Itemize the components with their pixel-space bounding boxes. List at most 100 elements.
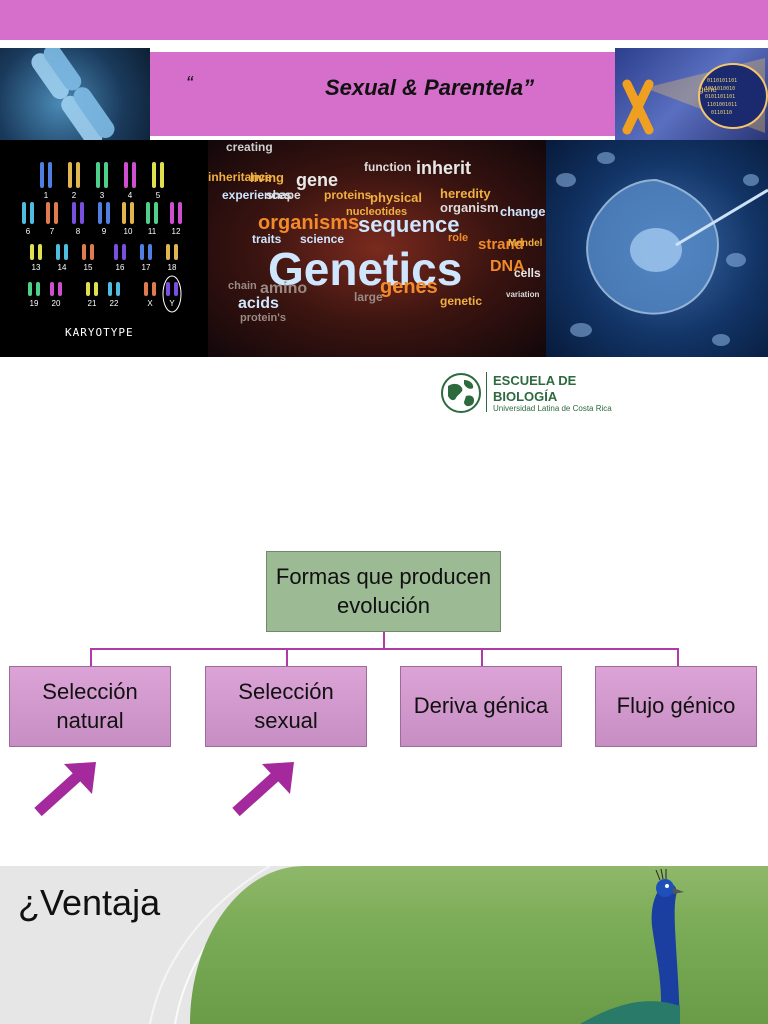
chromosome-17 xyxy=(140,244,144,260)
chromosome-15 xyxy=(90,244,94,260)
word-12: genes xyxy=(380,276,438,298)
word-22: genetic xyxy=(440,294,483,308)
word-6: heredity xyxy=(440,186,491,201)
cell-icon xyxy=(556,152,768,346)
chromosome-10 xyxy=(122,202,126,224)
chromosome-22 xyxy=(108,282,112,296)
chromosome-number: 7 xyxy=(50,227,55,236)
word-29: proteins xyxy=(324,188,372,202)
chromosome-19 xyxy=(28,282,32,296)
bottom-slide-title: ¿Ventaja xyxy=(18,882,161,923)
connector-child-3 xyxy=(481,648,483,666)
chromosome-16 xyxy=(122,244,126,260)
chromosome-number: 21 xyxy=(88,299,97,308)
chromosome-5 xyxy=(152,162,156,188)
svg-text:1101001011: 1101001011 xyxy=(707,102,737,108)
child-box-seleccion-natural: Selección natural xyxy=(9,666,171,747)
chromosome-1 xyxy=(48,162,52,188)
svg-text:0101101101: 0101101101 xyxy=(705,94,735,100)
word-0: creating xyxy=(226,140,273,154)
globe-icon xyxy=(441,373,481,413)
slide-title: Sexual & Parentela” xyxy=(325,75,535,100)
word-4: inherit xyxy=(416,158,472,178)
chromosome-number: 12 xyxy=(172,227,181,236)
chromosome-13 xyxy=(38,244,42,260)
chromosome-9 xyxy=(98,202,102,224)
chromosome-number: 1 xyxy=(44,191,49,200)
x-chromosome-gene-image: 0110101101 1011010010 0101101101 1101001… xyxy=(615,48,768,140)
chromosome-number: Y xyxy=(169,299,175,308)
title-open-quote: “ xyxy=(186,73,193,95)
chromosome-number: 19 xyxy=(30,299,39,308)
chromosome-14 xyxy=(64,244,68,260)
karyotype-label: KARYOTYPE xyxy=(65,326,134,339)
wordcloud-main-word: Genetics xyxy=(268,243,463,295)
chromosome-4 xyxy=(132,162,136,188)
chromosome-number: 8 xyxy=(76,227,81,236)
word-28: function xyxy=(364,160,412,174)
title-band xyxy=(150,52,615,136)
child-box-flujo-genico: Flujo génico xyxy=(595,666,757,747)
word-30: variation xyxy=(506,290,540,299)
word-3: gene xyxy=(296,170,339,190)
word-8: change xyxy=(500,204,546,219)
chromosome-12 xyxy=(178,202,182,224)
chromosome-4 xyxy=(124,162,128,188)
chromosome-7 xyxy=(46,202,50,224)
word-11: science xyxy=(300,232,345,246)
connector-child-2 xyxy=(286,648,288,666)
chromosome-number: 9 xyxy=(102,227,107,236)
chromosome-number: X xyxy=(147,299,153,308)
chromosome-21 xyxy=(86,282,90,296)
chromosome-21 xyxy=(94,282,98,296)
word-17: acids xyxy=(238,295,279,312)
chromosome-image xyxy=(0,48,150,140)
top-banner-bar xyxy=(0,0,768,40)
chromosome-X xyxy=(144,282,148,296)
word-18: amino xyxy=(260,280,308,297)
chromosome-number: 16 xyxy=(116,263,125,272)
word-21: large xyxy=(354,290,383,304)
chromosome-19 xyxy=(36,282,40,296)
chromosome-Y xyxy=(174,282,178,296)
sex-chromosome-highlight-ring xyxy=(162,275,182,313)
svg-text:0110110: 0110110 xyxy=(711,110,732,116)
chromosome-13 xyxy=(30,244,34,260)
connector-horizontal xyxy=(90,648,679,650)
word-13: strand xyxy=(478,236,524,253)
logo-title-line2: BIOLOGÍA xyxy=(493,389,558,404)
chromosome-6 xyxy=(22,202,26,224)
chromosome-number: 14 xyxy=(58,263,67,272)
child-box-deriva-genica: Deriva génica xyxy=(400,666,562,747)
chromosome-22 xyxy=(116,282,120,296)
arrow-up-right-icon xyxy=(34,762,96,817)
chromosome-11 xyxy=(154,202,158,224)
chromosome-17 xyxy=(148,244,152,260)
chromosome-16 xyxy=(114,244,118,260)
chromosome-number: 15 xyxy=(84,263,93,272)
chromosome-X xyxy=(152,282,156,296)
chromosome-2 xyxy=(76,162,80,188)
chromosome-8 xyxy=(72,202,76,224)
arrow-up-right-icon xyxy=(232,762,294,817)
child-box-seleccion-sexual: Selección sexual xyxy=(205,666,367,747)
word-5: physical xyxy=(370,190,423,205)
logo-title-line1: ESCUELA DE xyxy=(493,373,577,388)
word-2: sequence xyxy=(358,212,460,237)
connector-root-down xyxy=(383,632,385,649)
word-24: inheritance xyxy=(208,170,273,184)
gene-label: gene xyxy=(699,85,717,94)
chromosome-20 xyxy=(58,282,62,296)
peacock-photo-panel: ¿Ventaja xyxy=(0,866,768,1024)
chromosome-number: 3 xyxy=(100,191,105,200)
chromosome-3 xyxy=(96,162,100,188)
svg-text:0110101101: 0110101101 xyxy=(707,78,737,84)
svg-text:1011010010: 1011010010 xyxy=(705,86,735,92)
word-1: organisms xyxy=(258,212,360,234)
chromosome-Y xyxy=(166,282,170,296)
x-chromosome-icon: 0110101101 1011010010 0101101101 1101001… xyxy=(622,58,768,135)
word-20: protein's xyxy=(240,312,287,324)
word-16: Mendel xyxy=(508,238,543,249)
